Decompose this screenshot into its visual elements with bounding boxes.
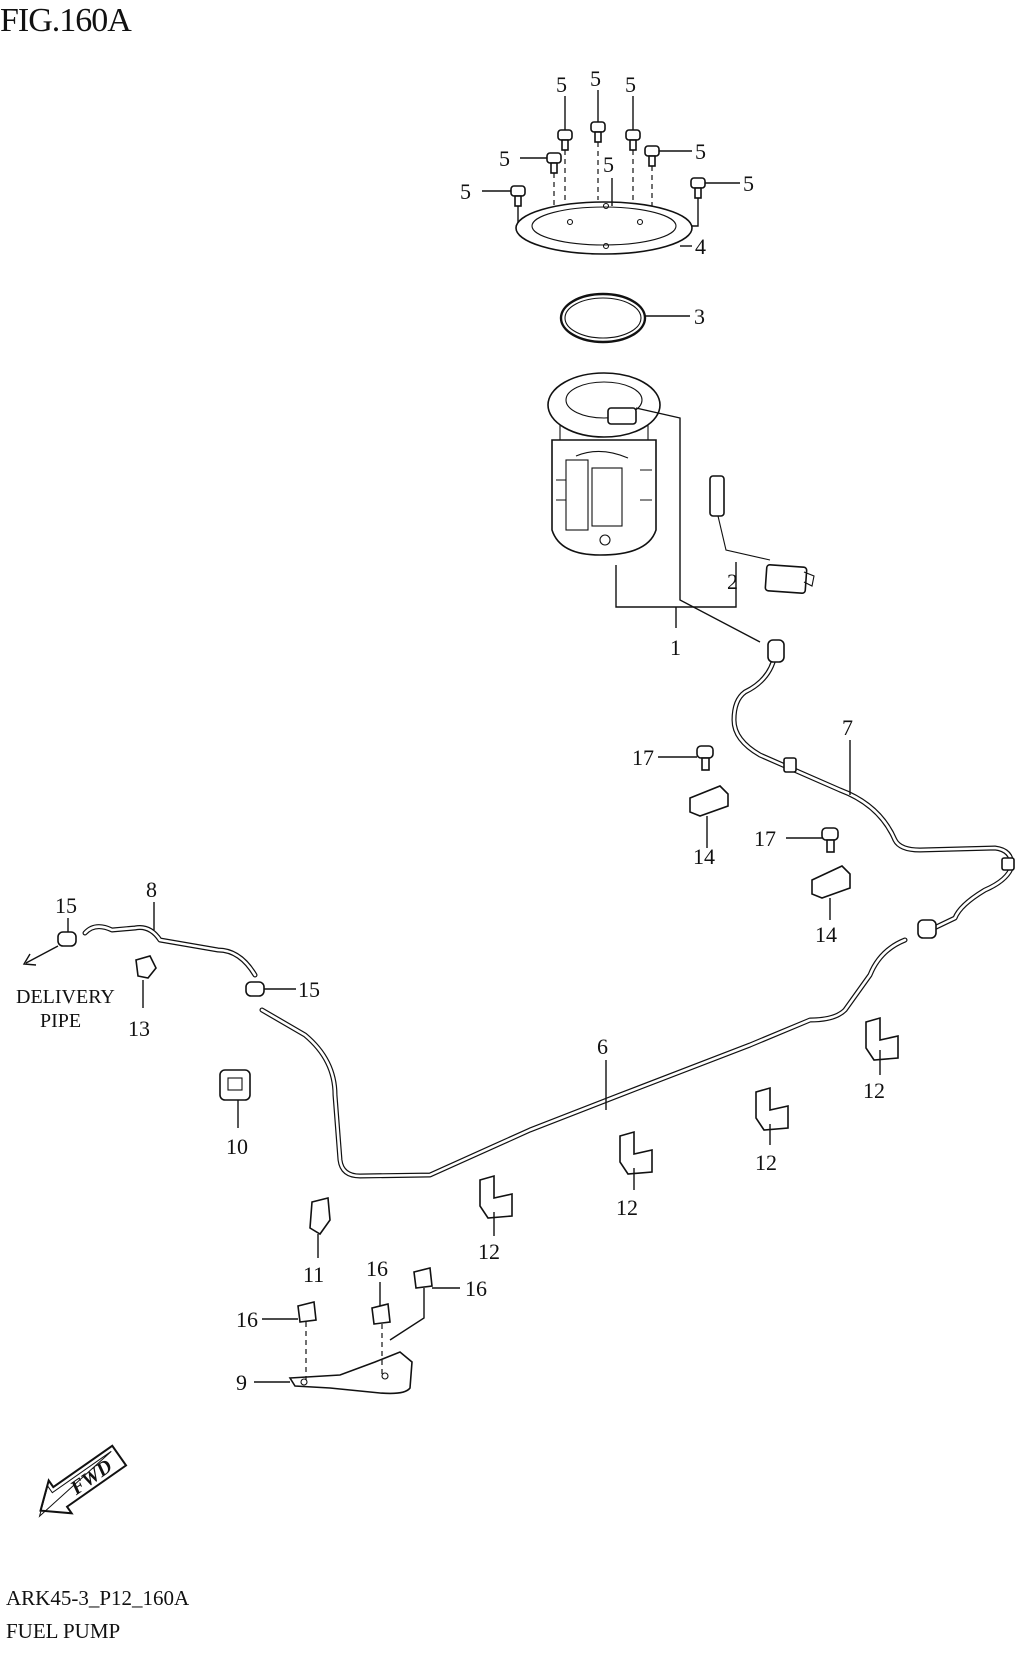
callout-14: 14 [815,922,837,947]
delivery-pipe-note: DELIVERY PIPE [16,986,115,1032]
fwd-arrow-icon: FWD [38,1444,128,1518]
callout-4: 4 [695,234,706,259]
bolt-icon [690,177,706,199]
clip-icon [413,1267,433,1289]
callout-6: 6 [597,1034,608,1059]
pipe-label: PIPE [40,1010,81,1032]
delivery-label: DELIVERY [16,986,115,1008]
callout-11: 11 [303,1262,324,1287]
callout-16: 16 [366,1256,388,1281]
callout-14: 14 [693,844,715,869]
clip-icon [755,1086,789,1131]
callout-15: 15 [298,977,320,1002]
hose-clamp-icon [57,931,77,947]
callout-12: 12 [863,1078,885,1103]
clip-icon [309,1196,331,1236]
callout-5: 5 [499,146,510,171]
bolt-icon [696,745,714,771]
fuel-pump-assembly [547,372,661,556]
callout-15: 15 [55,893,77,918]
bolt-icon [546,152,562,174]
clip-icon [619,1130,653,1175]
callout-5: 5 [743,171,754,196]
retainer-plate [515,201,693,255]
fuel-level-gauge [709,475,815,594]
fuel-hose-8 [82,924,258,978]
callout-9: 9 [236,1370,247,1395]
callout-1: 1 [670,635,681,660]
o-ring [559,292,647,344]
fuel-hose-7 [731,639,1015,939]
leader-lines [22,90,881,1383]
callout-5: 5 [556,72,567,97]
callout-17: 17 [632,745,654,770]
guard-plate [288,1351,413,1395]
callout-5: 5 [603,152,614,177]
bolt-icon [821,827,839,853]
figure-code: ARK45-3_P12_160A [6,1586,190,1610]
clip-icon [865,1016,899,1061]
connector-clip-icon [219,1069,251,1101]
callout-5: 5 [695,139,706,164]
callout-13: 13 [128,1016,150,1041]
callout-5: 5 [625,72,636,97]
callout-12: 12 [478,1239,500,1264]
bolt-icon [557,129,573,151]
callout-12: 12 [616,1195,638,1220]
bracket-icon [689,785,729,817]
bolt-icon [644,145,660,167]
clip-icon [135,955,157,979]
clip-icon [479,1174,513,1219]
callout-17: 17 [754,826,776,851]
clip-icon [371,1303,391,1325]
hose-clamp-icon [245,981,265,997]
callout-16: 16 [236,1307,258,1332]
callout-8: 8 [146,877,157,902]
callout-3: 3 [694,304,705,329]
bracket-icon [811,865,851,899]
clip-icon [297,1301,317,1323]
bolt-icon [510,185,526,207]
callout-5: 5 [460,179,471,204]
callout-12: 12 [755,1150,777,1175]
callout-16: 16 [465,1276,487,1301]
figure-title: FIG.160A [0,2,132,39]
fuel-pipe-6 [259,937,908,1179]
callout-10: 10 [226,1134,248,1159]
callout-2: 2 [727,569,738,594]
bolt-icon [590,121,606,143]
callout-labels: 5 5 5 5 5 5 5 5 4 3 2 1 7 17 14 17 14 8 … [55,66,885,1395]
callout-5: 5 [590,66,601,91]
callout-7: 7 [842,715,853,740]
bolt-icon [625,129,641,151]
figure-name: FUEL PUMP [6,1619,121,1643]
